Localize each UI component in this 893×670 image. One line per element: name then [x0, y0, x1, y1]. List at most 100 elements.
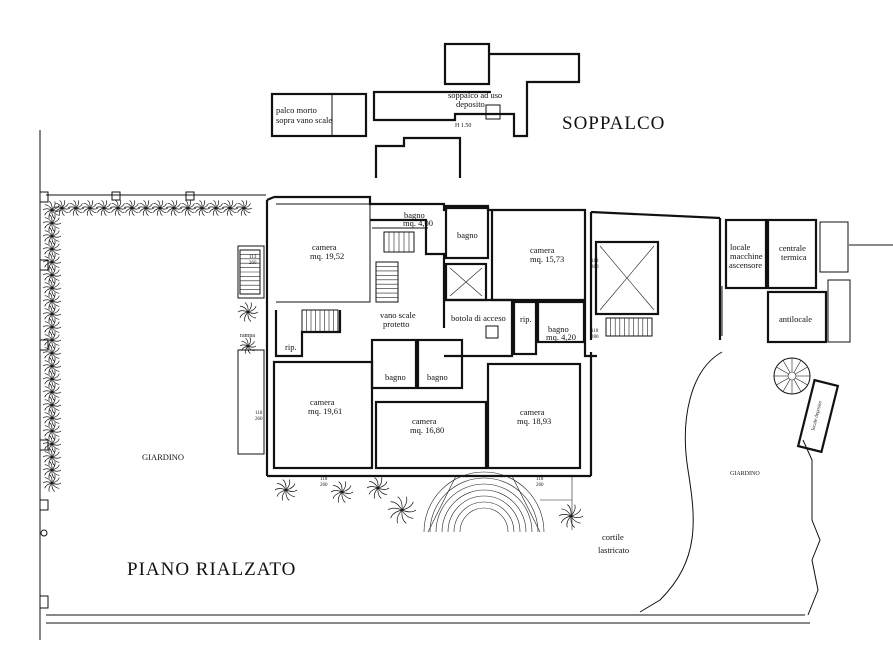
shrub-leaf: [44, 222, 53, 229]
shrub-leaf: [49, 344, 53, 354]
hedge-shrub: [53, 200, 71, 216]
shrub-leaf: [42, 338, 53, 341]
camera-sw-name: camera: [310, 397, 335, 407]
shrub-leaf: [184, 207, 189, 216]
shrub-leaf: [51, 464, 60, 471]
rip-right-label: rip.: [520, 314, 532, 324]
shrub-leaf: [44, 347, 53, 354]
shrub-leaf: [51, 365, 55, 375]
shrub-leaf: [139, 202, 147, 209]
front-step-arc: [429, 477, 539, 533]
level-a-top: 113: [249, 255, 257, 260]
shrub-leaf: [89, 203, 97, 209]
fence-post-round: [40, 529, 48, 537]
shrub-leaf: [51, 430, 55, 440]
shrub-leaf: [44, 295, 53, 302]
west-entrance-steps: [239, 249, 261, 295]
shrub-leaf: [142, 207, 147, 216]
shrub-leaf: [49, 331, 53, 341]
shrub-leaf: [244, 311, 249, 322]
level-c-bottom: 280: [591, 335, 599, 340]
shrub-leaf: [42, 312, 53, 315]
shrub-leaf: [44, 261, 53, 268]
shrub-leaf: [83, 202, 91, 209]
shrub-leaf: [51, 352, 62, 355]
shrub-leaf: [201, 200, 206, 209]
shrub-leaf: [237, 207, 245, 213]
shrub-leaf: [51, 326, 62, 329]
shrub-leaf: [44, 417, 53, 424]
shrub-leaf: [129, 200, 133, 209]
shrub-leaf: [51, 386, 60, 393]
shrub-leaf: [51, 456, 62, 459]
shrub-leaf: [243, 200, 248, 209]
shrub-leaf: [159, 207, 167, 214]
shrub-leaf: [51, 430, 62, 433]
shrub-leaf: [51, 214, 56, 224]
front-step-arc: [453, 501, 515, 533]
camera-s-name: camera: [412, 416, 437, 426]
shrub-leaf: [243, 207, 253, 210]
hedge-shrub: [42, 448, 62, 466]
shrub-leaf: [51, 248, 62, 251]
shrub-leaf: [125, 202, 133, 209]
shrub-leaf: [51, 383, 56, 393]
shrub-leaf: [103, 203, 111, 209]
hedge-shrub: [42, 214, 62, 232]
shrub-leaf: [49, 305, 53, 315]
room-bagno-mid-right: [416, 338, 464, 390]
shrub-leaf: [187, 207, 191, 216]
shrub-leaf: [215, 207, 225, 210]
shrub-leaf: [51, 313, 55, 323]
east-stair-steps: [605, 317, 653, 337]
shrub-leaf: [75, 207, 79, 216]
fence-post-1: [39, 499, 49, 511]
spiral-tread: [795, 377, 808, 386]
shrub-leaf: [49, 253, 53, 263]
spiral-tread: [793, 379, 802, 392]
hedge-shrub: [42, 227, 62, 245]
shrub-leaf: [51, 378, 55, 388]
fence-post-3: [39, 339, 49, 351]
shrub-leaf: [51, 274, 55, 284]
east-wing-top: [590, 210, 721, 220]
shrub-leaf: [51, 477, 60, 484]
shrub-leaf: [215, 200, 220, 209]
hedge-shrub: [42, 266, 62, 284]
shrub-leaf: [51, 334, 60, 341]
shrub-leaf: [44, 308, 53, 315]
shrub-leaf: [51, 217, 60, 224]
shrub-leaf: [201, 207, 211, 210]
front-step-arc: [435, 483, 533, 533]
nw-corner: [266, 195, 275, 202]
boundary-right: [802, 439, 821, 616]
shrub-leaf: [51, 456, 55, 466]
shrub-leaf: [153, 207, 161, 213]
shrub-leaf: [44, 438, 53, 445]
shrub-leaf: [51, 482, 62, 485]
shrub-leaf: [51, 417, 62, 420]
shrub-leaf: [173, 203, 181, 209]
room-rip-left: [274, 310, 342, 358]
shrub-leaf: [167, 207, 175, 213]
shrub-leaf: [44, 204, 53, 211]
shrub-leaf: [145, 203, 153, 209]
shrub-leaf: [51, 469, 60, 476]
shrub-leaf: [51, 222, 55, 232]
shrub-leaf: [49, 422, 53, 432]
hedge-shrub: [42, 253, 62, 271]
shrub-leaf: [44, 443, 53, 450]
shrub-leaf: [69, 207, 77, 213]
shrub-leaf: [75, 207, 83, 214]
shrub-leaf: [49, 292, 53, 302]
shrub-leaf: [51, 339, 62, 342]
shrub-leaf: [51, 326, 60, 333]
lift-cross-2: [449, 267, 483, 297]
hedge-shrub: [179, 200, 197, 216]
level-b-top: 118: [591, 259, 599, 264]
shrub-leaf: [243, 203, 251, 209]
shrub-leaf: [42, 325, 53, 328]
anteroom-annex: [827, 279, 851, 343]
hedge-shrub: [42, 292, 62, 310]
shrub-leaf: [51, 396, 56, 406]
